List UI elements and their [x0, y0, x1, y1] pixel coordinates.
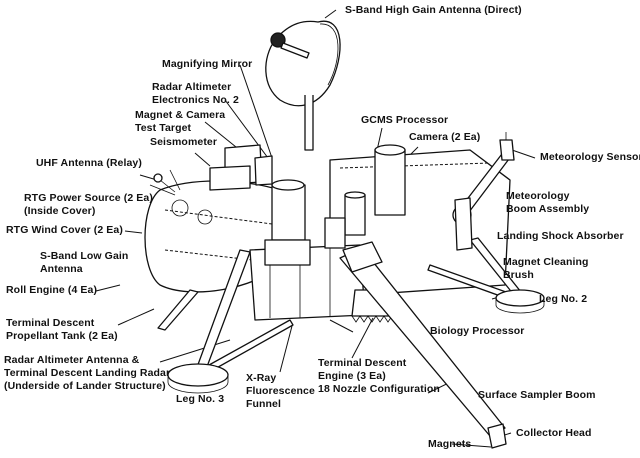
label-collector-head: Collector Head — [516, 427, 592, 439]
label-gcms-processor: GCMS Processor — [361, 114, 449, 126]
label-xray-fluorescence-funnel: X-Ray Fluorescence Funnel — [246, 372, 315, 410]
label-radar-altimeter-electronics: Radar Altimeter Electronics No. 2 — [152, 81, 239, 106]
label-rtg-wind-cover: RTG Wind Cover (2 Ea) — [6, 224, 123, 236]
label-magnet-camera-test-target: Magnet & Camera Test Target — [135, 109, 226, 134]
label-terminal-descent-propellant-tank: Terminal Descent Propellant Tank (2 Ea) — [6, 317, 118, 342]
label-s-band-low-gain-antenna: S-Band Low Gain Antenna — [40, 250, 129, 275]
lander-body — [144, 144, 511, 321]
label-rtg-power-source: RTG Power Source (2 Ea) (Inside Cover) — [24, 192, 153, 217]
label-radar-altimeter-antenna: Radar Altimeter Antenna & Terminal Desce… — [4, 354, 171, 392]
label-biology-processor: Biology Processor — [430, 325, 525, 337]
label-s-band-high-gain-antenna: S-Band High Gain Antenna (Direct) — [345, 4, 522, 16]
surface-sampler-boom — [339, 241, 507, 449]
high-gain-antenna-dish — [265, 20, 341, 151]
label-leg-no-2: Leg No. 2 — [539, 293, 588, 305]
label-meteorology-sensors: Meteorology Sensors — [540, 151, 640, 163]
label-leg-no-3: Leg No. 3 — [176, 393, 225, 405]
label-magnifying-mirror: Magnifying Mirror — [162, 58, 253, 70]
label-magnets: Magnets — [428, 438, 472, 450]
label-seismometer: Seismometer — [150, 136, 218, 148]
label-landing-shock-absorber: Landing Shock Absorber — [497, 230, 624, 242]
label-magnet-cleaning-brush: Magnet Cleaning Brush — [503, 256, 589, 281]
label-terminal-descent-engine: Terminal Descent Engine (3 Ea) 18 Nozzle… — [318, 357, 440, 395]
label-camera: Camera (2 Ea) — [409, 131, 481, 143]
landing-legs — [157, 197, 545, 394]
label-surface-sampler-boom: Surface Sampler Boom — [478, 389, 596, 401]
label-roll-engine: Roll Engine (4 Ea) — [6, 284, 98, 296]
label-meteorology-boom-assembly: Meteorology Boom Assembly — [506, 190, 590, 215]
label-uhf-antenna: UHF Antenna (Relay) — [36, 157, 142, 169]
